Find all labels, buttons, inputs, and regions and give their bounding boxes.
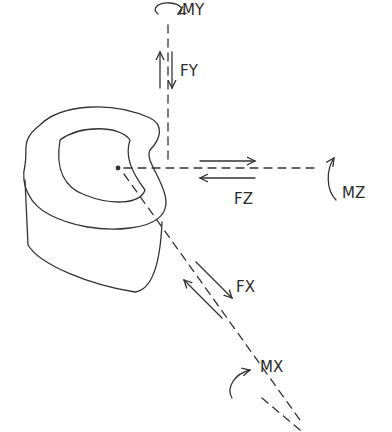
force-label: FZ — [234, 192, 253, 207]
force-label: MX — [260, 360, 283, 375]
force-label: FY — [180, 64, 198, 79]
force-label: FX — [236, 280, 255, 295]
force-label: MZ — [342, 186, 365, 201]
force-label: MY — [182, 3, 204, 18]
